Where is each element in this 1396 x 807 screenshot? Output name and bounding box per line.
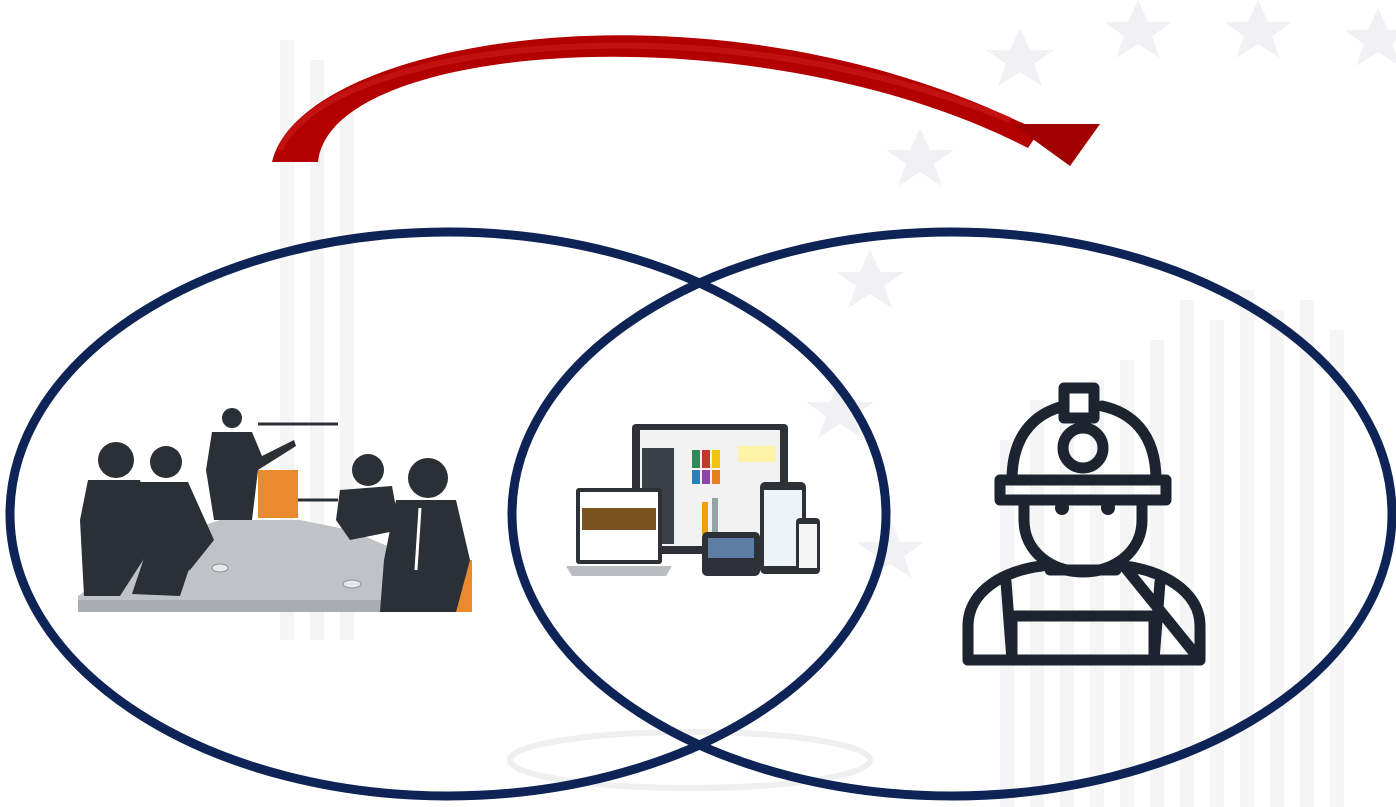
screen-bar bbox=[692, 470, 700, 484]
phone-large-screen bbox=[764, 490, 802, 566]
laptop bbox=[132, 536, 200, 596]
worker-body bbox=[962, 560, 1206, 666]
attendee-head bbox=[98, 442, 134, 478]
watermark-star bbox=[886, 128, 954, 186]
watermark-stripes bbox=[280, 40, 1344, 807]
coffee-cup bbox=[211, 563, 229, 573]
helmet-lamp bbox=[1057, 422, 1109, 474]
presenter-head bbox=[222, 408, 242, 428]
watermark-ring bbox=[507, 729, 873, 791]
ellipse-field bbox=[507, 227, 1396, 801]
coffee-cup bbox=[342, 579, 362, 589]
table-edge bbox=[78, 600, 472, 612]
attendee-head bbox=[352, 454, 384, 486]
overall-bib bbox=[1006, 610, 1160, 666]
watermark-star bbox=[836, 250, 904, 308]
laptop-base bbox=[566, 566, 672, 576]
watermark-star bbox=[806, 380, 874, 438]
screen-bar bbox=[702, 450, 710, 468]
phone-small-screen bbox=[799, 524, 817, 568]
presenter-body bbox=[206, 432, 296, 520]
attendee-body bbox=[336, 486, 400, 540]
attendee-head bbox=[150, 446, 182, 478]
flow-arrow-head bbox=[1012, 124, 1100, 166]
flow-arrow-highlight bbox=[277, 42, 1012, 152]
business-meeting-illustration bbox=[78, 408, 472, 612]
screen-panel bbox=[738, 446, 776, 462]
whiteboard-stand bbox=[258, 470, 298, 518]
helmet-brim bbox=[994, 474, 1172, 506]
attendee-body bbox=[380, 500, 470, 612]
worker-eyes bbox=[1055, 501, 1115, 515]
laptop-banner bbox=[582, 508, 656, 530]
watermark-star bbox=[986, 28, 1054, 86]
screen-chart-bar bbox=[702, 502, 708, 534]
helmet-dome bbox=[1006, 400, 1162, 486]
handheld-screen bbox=[708, 538, 754, 558]
screen-bar bbox=[702, 470, 710, 484]
flow-arrow-shaft bbox=[272, 35, 1040, 162]
screen-chart-bar bbox=[712, 498, 718, 534]
watermark-star bbox=[1344, 8, 1396, 66]
screen-bar bbox=[712, 450, 720, 468]
attendee-body bbox=[80, 480, 156, 596]
construction-worker-helmet-icon bbox=[962, 382, 1206, 666]
multi-device-software-illustration bbox=[566, 424, 820, 576]
screen-bar bbox=[692, 450, 700, 468]
attendee-head bbox=[408, 458, 448, 498]
worker-eye-left bbox=[1055, 501, 1069, 515]
watermark-star bbox=[856, 520, 924, 578]
ellipse-office bbox=[5, 227, 891, 801]
attendee-tie bbox=[414, 507, 422, 571]
watermark-star bbox=[1224, 0, 1292, 58]
flow-arrow bbox=[272, 35, 1100, 166]
screen-bar bbox=[712, 470, 720, 484]
watermark-star bbox=[1104, 0, 1172, 58]
worker-eye-right bbox=[1101, 501, 1115, 515]
background-watermark bbox=[280, 0, 1396, 807]
